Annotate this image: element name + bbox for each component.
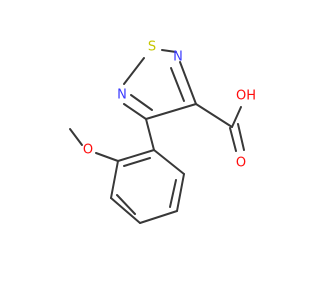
bond-s-n-left <box>123 57 145 85</box>
bond-cooh-o-double-2 <box>237 123 245 151</box>
bond-o-ch3 <box>69 128 83 146</box>
bond-n-top-c-double <box>170 67 185 102</box>
bond-cooh-o-double-1 <box>229 127 237 152</box>
bond-ph-3-4 <box>139 210 178 224</box>
bond-ph-6-1 <box>117 149 155 162</box>
bond-c-c-ring <box>145 103 197 120</box>
atom-oxygen-methoxy: O <box>83 143 93 158</box>
bond-n-left-c-double <box>130 94 153 111</box>
bond-n-left-c <box>123 103 147 120</box>
bond-ph-5-6 <box>110 160 119 199</box>
atom-nitrogen-top: N <box>173 50 183 65</box>
bond-ring-phenyl <box>145 118 155 151</box>
bond-ph-inner-3 <box>123 157 151 167</box>
atom-hydroxyl: OH <box>236 89 256 104</box>
atom-sulfur: S <box>148 40 156 55</box>
atom-oxygen-carbonyl: O <box>236 156 246 171</box>
bond-s-n-top <box>161 49 177 53</box>
bond-cooh-oh <box>231 106 242 128</box>
bond-ph-2-3 <box>176 173 185 212</box>
bond-ph-inner-2 <box>116 194 136 215</box>
bond-n-top-c <box>179 61 197 105</box>
molecule-diagram: S N N O OH O <box>69 40 256 224</box>
bond-c-cooh <box>195 103 233 128</box>
bond-ph-o <box>95 152 119 162</box>
bond-ph-inner-1 <box>169 179 177 208</box>
atom-nitrogen-left: N <box>117 88 127 103</box>
bond-ph-4-5 <box>110 197 141 224</box>
bond-ph-1-2 <box>153 149 185 175</box>
structure-svg: S N N O OH O <box>69 40 256 224</box>
